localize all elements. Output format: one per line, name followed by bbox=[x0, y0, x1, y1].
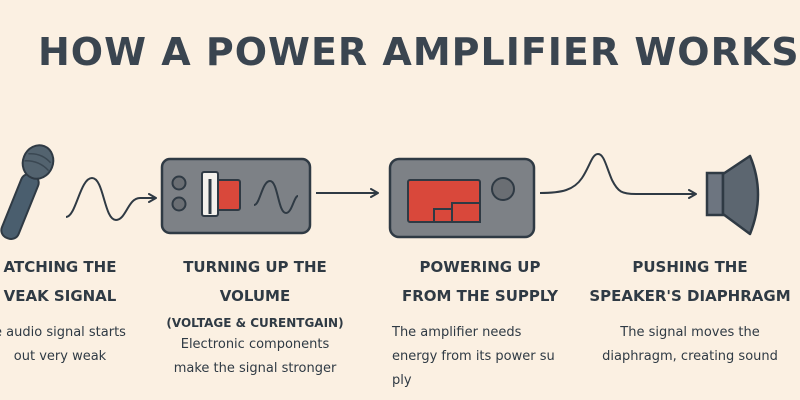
preamp-control-icon bbox=[160, 157, 312, 235]
amplifier-unit-icon bbox=[388, 157, 536, 239]
speaker-icon bbox=[705, 154, 760, 236]
step-turning-up-volume: TURNING UP THE VOLUME (VOLTAGE & CURENTG… bbox=[155, 253, 355, 381]
step-title: TURNING UP THE bbox=[183, 258, 327, 276]
microphone-icon bbox=[0, 144, 55, 240]
step-description: Electronic components make the signal st… bbox=[173, 337, 337, 376]
step-description: e audio signal starts out very weak bbox=[0, 325, 126, 364]
step-catching-signal: ATCHING THE VEAK SIGNAL e audio signal s… bbox=[0, 253, 160, 369]
step-title: VEAK SIGNAL bbox=[3, 287, 117, 305]
page-title: HOW A POWER AMPLIFIER WORKS bbox=[38, 30, 800, 74]
weak-signal-wave bbox=[65, 176, 157, 222]
step-pushing-diaphragm: PUSHING THE SPEAKER'S DIAPHRAGM The sign… bbox=[583, 253, 797, 369]
step-subtitle: (VOLTAGE & CURENTGAIN) bbox=[166, 316, 344, 330]
step-title: FROM THE SUPPLY bbox=[401, 287, 558, 305]
step-title: SPEAKER'S DIAPHRAGM bbox=[589, 287, 791, 305]
step-title: PUSHING THE bbox=[632, 258, 748, 276]
strong-signal-wave bbox=[539, 152, 697, 199]
step-description: The signal moves the diaphragm, creating… bbox=[602, 325, 778, 364]
step-title: POWERING UP bbox=[419, 258, 541, 276]
step-title: VOLUME bbox=[219, 287, 291, 305]
step-title: ATCHING THE bbox=[3, 258, 117, 276]
step-powering-up: POWERING UP FROM THE SUPPLY The amplifie… bbox=[380, 253, 580, 393]
step-description: The amplifier needs energy from its powe… bbox=[392, 325, 555, 388]
